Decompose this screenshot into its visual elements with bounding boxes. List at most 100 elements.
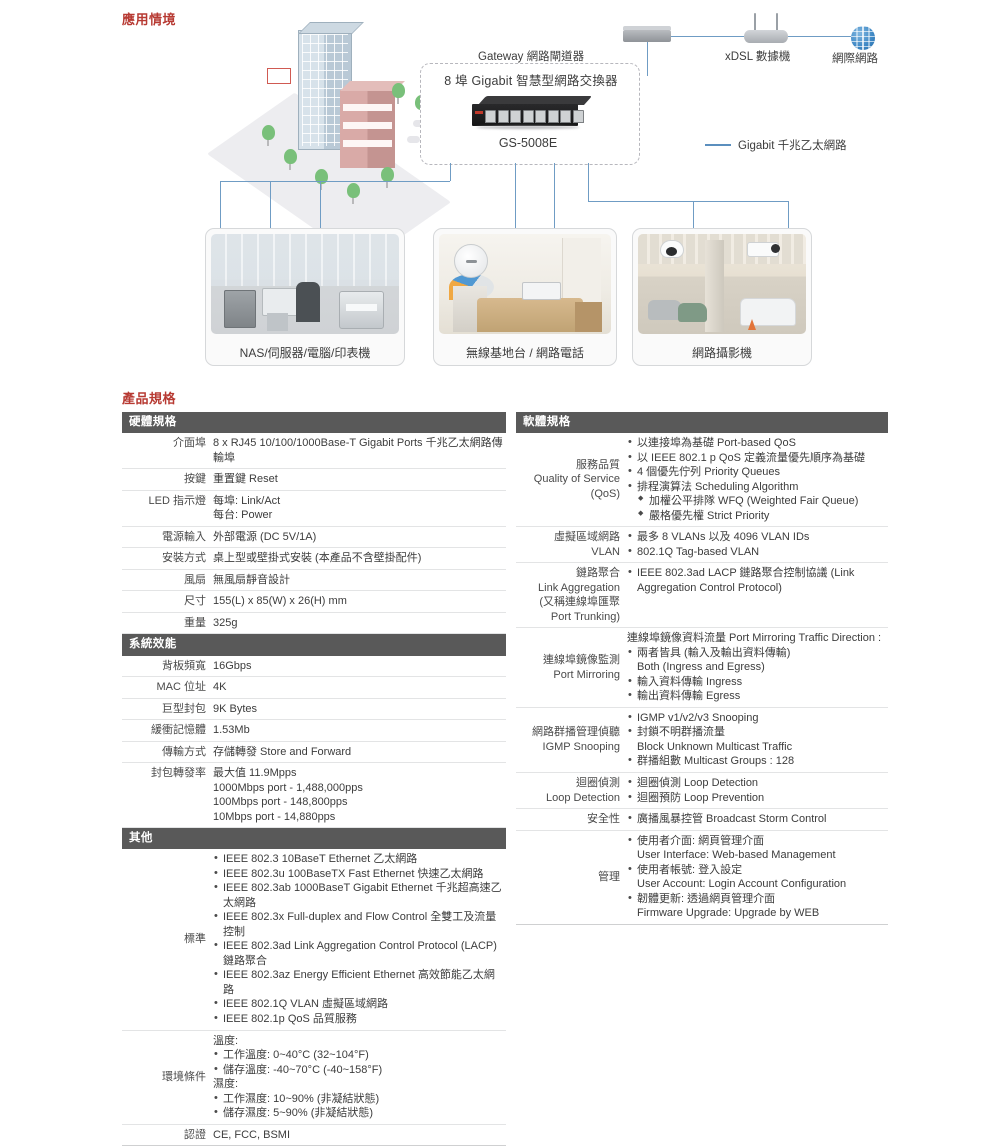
list-item: 排程演算法 Scheduling Algorithm 加權公平排隊 WFQ (W… xyxy=(627,479,886,524)
spec-value: IGMP v1/v2/v3 Snooping 封鎖不明群播流量 Block Un… xyxy=(627,708,888,772)
spec-label: 按鍵 xyxy=(184,473,206,486)
spec-value: 每埠: Link/Act 每台: Power xyxy=(213,491,506,526)
link-xdsl-internet xyxy=(788,36,851,38)
spec-line: 每台: Power xyxy=(213,509,273,522)
list-item: 以連接埠為基礎 Port-based QoS xyxy=(627,435,886,451)
spec-label: 巨型封包 xyxy=(162,702,206,715)
spec-value: CE, FCC, BSMI xyxy=(213,1128,291,1141)
spec-value: 迴圈偵測 Loop Detection 迴圈預防 Loop Prevention xyxy=(627,773,888,808)
sub-heading: 濕度: xyxy=(213,1078,239,1091)
bullet-camera-icon xyxy=(747,242,781,257)
spec-value: 1.53Mb xyxy=(213,724,250,737)
sub-heading: 連線埠鏡像資料流量 Port Mirroring Traffic Directi… xyxy=(627,632,882,645)
spec-row-igmp: 網路群播管理偵聽 IGMP Snooping IGMP v1/v2/v3 Sno… xyxy=(516,708,888,773)
list-item: IEEE 802.3ad LACP 鏈路聚合控制協議 (Link Aggrega… xyxy=(627,565,886,595)
printer-device xyxy=(338,291,384,329)
spec-row-environment: 環境條件 溫度: 工作溫度: 0~40°C (32~104°F) 儲存溫度: -… xyxy=(122,1031,506,1125)
antenna-icon xyxy=(754,13,756,31)
reception-photo xyxy=(439,234,611,334)
spec-row: 傳輸方式 存儲轉發 Store and Forward xyxy=(122,742,506,764)
list-item-text: 使用者帳號: 登入設定 xyxy=(637,863,743,876)
spec-label: 網路群播管理偵聽 IGMP Snooping xyxy=(532,726,620,753)
wireless-access-point-icon xyxy=(454,244,489,278)
list-item: 兩者皆具 (輸入及輸出資料傳輸) Both (Ingress and Egres… xyxy=(627,645,886,675)
product-spec-title: 產品規格 xyxy=(122,391,177,406)
usage-card-caption: NAS/伺服器/電腦/印表機 xyxy=(239,346,371,360)
spec-label: 風扇 xyxy=(184,573,206,586)
link-gateway-switch xyxy=(647,42,649,76)
monitor-device xyxy=(261,288,298,316)
hardware-section-bar: 硬體規格 xyxy=(122,412,506,434)
spec-value: IEEE 802.3 10BaseT Ethernet 乙太網路 IEEE 80… xyxy=(213,849,506,1029)
list-item: 迴圈預防 Loop Prevention xyxy=(627,790,886,806)
loop-list: 迴圈偵測 Loop Detection 迴圈預防 Loop Prevention xyxy=(627,775,886,806)
spec-label: 鏈路聚合 Link Aggregation (又稱連線埠匯聚 Port Trun… xyxy=(538,567,620,623)
spec-row-port-mirroring: 連線埠鏡像監測 Port Mirroring 連線埠鏡像資料流量 Port Mi… xyxy=(516,628,888,708)
spec-row-security: 安全性 廣播風暴控管 Broadcast Storm Control xyxy=(516,809,888,831)
sub-heading: 溫度: xyxy=(213,1034,239,1047)
product-spec-page: 應用情境 Gateway 網路閘道器 xyxy=(0,0,1000,1000)
list-item: 工作濕度: 10~90% (非凝結狀態) xyxy=(213,1091,504,1107)
software-spec-table: 軟體規格 服務品質 Quality of Service (QoS) 以連接埠為… xyxy=(516,412,888,925)
spec-line: 100Mbps port - 148,800pps xyxy=(213,796,348,809)
usage-card-caption: 網路攝影機 xyxy=(691,346,752,360)
spec-row: 安裝方式 桌上型或壁掛式安裝 (本產品不含壁掛配件) xyxy=(122,548,506,570)
xdsl-label: xDSL 數據機 xyxy=(725,51,791,63)
nas-device xyxy=(224,290,257,328)
spec-label: 標準 xyxy=(184,933,206,946)
spec-label: 封包轉發率 xyxy=(151,767,206,780)
spec-row-cert: 認證 CE, FCC, BSMI xyxy=(122,1125,506,1146)
spec-value: 4K xyxy=(213,681,227,694)
spec-row-vlan: 虛擬區域網路 VLAN 最多 8 VLANs 以及 4096 VLAN IDs … xyxy=(516,527,888,564)
brand-logo-mark xyxy=(475,111,483,114)
list-item: IEEE 802.3ab 1000BaseT Gigabit Ethernet … xyxy=(213,880,504,910)
list-item: IEEE 802.3u 100BaseTX Fast Ethernet 快速乙太… xyxy=(213,866,504,882)
legend-line-icon xyxy=(705,144,731,146)
spec-value: 存儲轉發 Store and Forward xyxy=(213,745,352,758)
spec-row: 尺寸 155(L) x 85(W) x 26(H) mm xyxy=(122,591,506,613)
ip-phone-device xyxy=(521,282,562,300)
spec-label: 緩衝記憶體 xyxy=(151,724,206,737)
spec-value: 8 x RJ45 10/100/1000Base-T Gigabit Ports… xyxy=(213,437,503,464)
internet-globe-icon xyxy=(851,26,875,50)
reception-desk xyxy=(476,298,584,332)
management-list: 使用者介面: 網頁管理介面 User Interface: Web-based … xyxy=(627,833,886,921)
list-item: IEEE 802.1p QoS 品質服務 xyxy=(213,1011,504,1027)
spec-value: 16Gbps xyxy=(213,659,252,672)
office-photo xyxy=(211,234,399,334)
system-section-bar: 系統效能 xyxy=(122,634,506,656)
spec-label: 傳輸方式 xyxy=(162,745,206,758)
list-item: 迴圈偵測 Loop Detection xyxy=(627,775,886,791)
list-item-text: 封鎖不明群播流量 xyxy=(637,726,725,739)
spec-value: 325g xyxy=(213,616,238,629)
spec-label: 背板頻寬 xyxy=(162,659,206,672)
usage-card-wireless-voip: 無線基地台 / 網路電話 xyxy=(433,228,617,366)
sub-list-item: 嚴格優先權 Strict Priority xyxy=(637,509,886,524)
igmp-list: IGMP v1/v2/v3 Snooping 封鎖不明群播流量 Block Un… xyxy=(627,710,886,769)
list-item: 韌體更新: 透過網頁管理介面 Firmware Upgrade: Upgrade… xyxy=(627,891,886,921)
vlan-list: 最多 8 VLANs 以及 4096 VLAN IDs 802.1Q Tag-b… xyxy=(627,529,886,559)
spec-row-loop-detection: 迴圈偵測 Loop Detection 迴圈偵測 Loop Detection … xyxy=(516,773,888,810)
spec-value: 最多 8 VLANs 以及 4096 VLAN IDs 802.1Q Tag-b… xyxy=(627,527,888,562)
list-item: 儲存濕度: 5~90% (非凝結狀態) xyxy=(213,1105,504,1121)
application-diagram: Gateway 網路閘道器 xDSL 數據機 網際網路 8 埠 Gigabit … xyxy=(120,0,880,380)
list-item-subtext: Firmware Upgrade: Upgrade by WEB xyxy=(637,907,820,920)
person-silhouette xyxy=(295,282,321,322)
usage-card-caption: 無線基地台 / 網路電話 xyxy=(465,346,584,360)
isometric-city-illustration xyxy=(207,22,475,264)
temperature-list: 工作溫度: 0~40°C (32~104°F) 儲存溫度: -40~70°C (… xyxy=(213,1047,504,1077)
spec-line: 10Mbps port - 14,880pps xyxy=(213,810,336,823)
spec-label: MAC 位址 xyxy=(156,681,207,694)
list-item: IGMP v1/v2/v3 Snooping xyxy=(627,710,886,726)
list-item-text: 使用者介面: 網頁管理介面 xyxy=(637,834,765,847)
switch-panel-title: 8 埠 Gigabit 智慧型網路交換器 xyxy=(444,74,618,88)
spec-label: 認證 xyxy=(184,1128,206,1141)
qos-list: 以連接埠為基礎 Port-based QoS 以 IEEE 802.1 p Qo… xyxy=(627,435,886,524)
standards-list: IEEE 802.3 10BaseT Ethernet 乙太網路 IEEE 80… xyxy=(213,851,504,1027)
list-item: IEEE 802.3az Energy Efficient Ethernet 高… xyxy=(213,967,504,997)
spec-line: 最大值 11.9Mpps xyxy=(213,767,297,780)
spec-value: 外部電源 (DC 5V/1A) xyxy=(213,530,317,543)
spec-value: 桌上型或壁掛式安裝 (本產品不含壁掛配件) xyxy=(213,552,422,565)
spec-row: 背板頻寬 16Gbps xyxy=(122,656,506,678)
spec-row: 風扇 無風扇靜音設計 xyxy=(122,570,506,592)
